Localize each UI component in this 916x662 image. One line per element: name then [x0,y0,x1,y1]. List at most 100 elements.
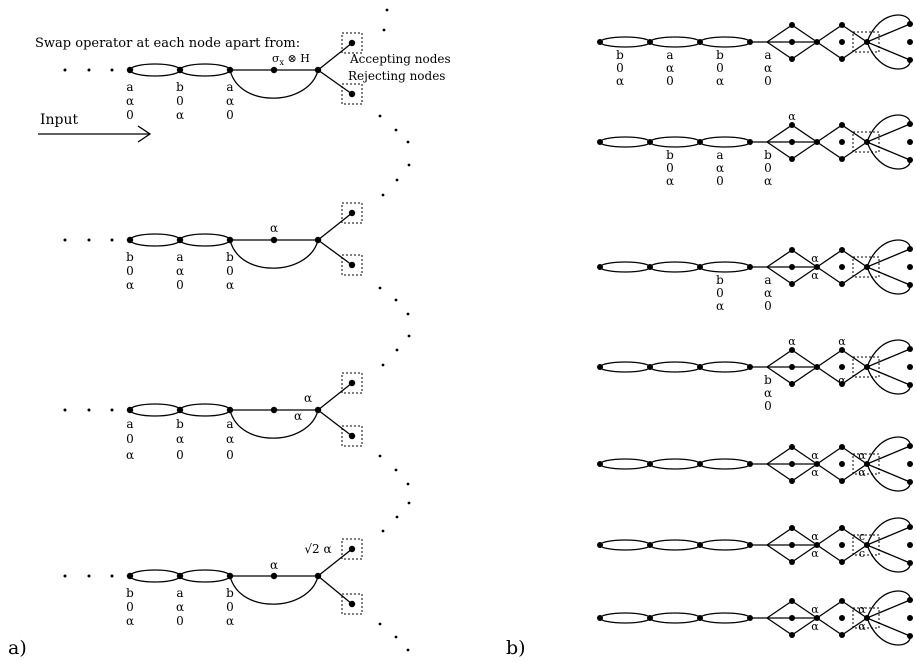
accepting-node-box [341,372,363,394]
loop-edge [599,539,651,551]
amplitude-label: α [304,391,312,405]
register-label: α [176,264,184,278]
nodes [126,545,356,608]
node [789,139,795,145]
register-label: 0 [764,161,772,175]
register-label: 0 [666,74,674,88]
node [864,139,870,145]
petal-edge [865,40,911,70]
register-label: b [126,586,134,600]
register-label: 0 [176,614,184,628]
loop-edge [599,136,651,148]
loop-edge [699,261,751,273]
loop-edge [699,136,751,148]
amplitude-label: c [859,530,865,543]
node [789,542,795,548]
register-label: 0 [716,174,724,188]
node [864,542,870,548]
node [647,39,653,45]
loop-edge [699,36,751,48]
accepting-node-box [852,131,880,153]
node [747,542,753,548]
register-labels: a 0 α b α 0 a α 0 [126,417,234,462]
register-label: b [616,48,624,62]
register-label: 0 [716,61,724,75]
node [907,139,913,145]
node [697,364,703,370]
node [839,22,845,28]
node [697,615,703,621]
loop-edge [649,136,701,148]
register-label: α [226,432,234,446]
node [697,264,703,270]
loop-edge [599,458,651,470]
register-label: 0 [176,94,184,108]
panel-a-row-2: α b 0 α a α 0 b 0 α [63,202,363,292]
node [647,615,653,621]
register-label: α [226,94,234,108]
node [697,39,703,45]
leading-dots [63,68,114,72]
node [597,264,603,270]
node [814,364,820,370]
node [907,282,913,288]
node [839,598,845,604]
node [839,461,845,467]
node [839,347,845,353]
node [839,139,845,145]
amplitude-label: α [270,221,278,235]
node [789,281,795,287]
node [789,478,795,484]
node [839,264,845,270]
amplitude-label: α [811,269,819,282]
register-label: 0 [764,399,772,413]
node [907,542,913,548]
node [814,39,820,45]
node [907,443,913,449]
accepting-node-box [852,356,880,378]
node [789,461,795,467]
node [789,444,795,450]
node [907,364,913,370]
register-label: 0 [764,74,772,88]
amplitude-label: α [858,603,866,616]
accepting-node-box [341,538,363,560]
register-label: 0 [126,108,134,122]
register-label: α [716,74,724,88]
petal-edge [865,436,911,466]
accepting-node-box [852,453,880,475]
register-label: b [716,273,724,287]
register-label: 0 [226,448,234,462]
node [907,264,913,270]
register-label: α [126,94,134,108]
register-label: b [764,148,772,162]
node [789,156,795,162]
node [839,281,845,287]
panel-a-row-3: α α a 0 α b α 0 a α 0 [63,372,363,462]
petal-edge [865,14,911,44]
loop-edge [649,458,701,470]
petal-edge [865,140,911,170]
panel-a-dot-trail [378,8,411,652]
petal-edge [865,616,911,646]
node [789,122,795,128]
register-label: b [176,80,184,94]
amplitude-label: α [811,466,819,479]
node [814,542,820,548]
node [907,479,913,485]
node [839,615,845,621]
register-label: α [764,174,772,188]
nodes [126,379,356,440]
register-labels: b 0 α a α 0 b 0 α [126,586,234,628]
node [789,559,795,565]
node [789,364,795,370]
register-label: α [616,74,624,88]
loop-edge [649,261,701,273]
node [839,478,845,484]
node [907,560,913,566]
